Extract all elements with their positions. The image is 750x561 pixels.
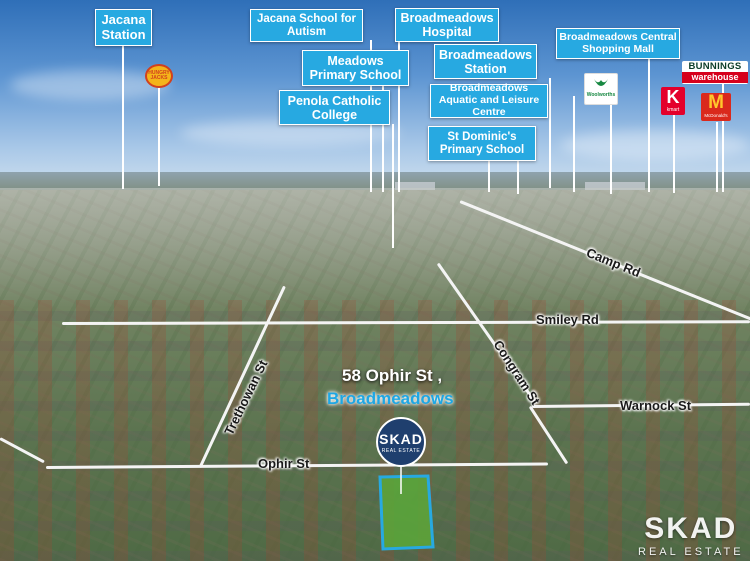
pin-mcdonalds <box>716 122 718 192</box>
kmart-logo: K kmart <box>661 87 685 115</box>
callout-text: St Dominic's Primary School <box>439 130 525 156</box>
bunnings-sub-text: warehouse <box>682 72 748 83</box>
pin-penola <box>392 124 394 248</box>
callout-broadmeadows-hospital: Broadmeadows Hospital <box>395 8 499 42</box>
distant-buildings <box>585 182 645 192</box>
callout-text: Broadmeadows Central Shopping Mall <box>559 30 677 55</box>
watermark-brand-name: SKAD <box>644 512 738 545</box>
road-label-warnock: Warnock St <box>620 398 692 413</box>
callout-text: Jacana Station <box>101 11 146 42</box>
pin-central-mall <box>648 58 650 192</box>
callout-text: Jacana School for Autism <box>256 12 357 38</box>
watermark-brand-sub: REAL ESTATE <box>638 546 744 558</box>
atmospheric-haze <box>0 188 750 308</box>
callout-central-mall: Broadmeadows Central Shopping Mall <box>556 28 680 59</box>
woolworths-text: Woolworths <box>586 92 616 98</box>
pin-bunnings <box>722 84 724 192</box>
road-label-smiley: Smiley Rd <box>536 312 599 327</box>
callout-text: Broadmeadows Station <box>438 47 533 76</box>
callout-text: Broadmeadows Hospital <box>400 11 494 39</box>
callout-jacana-station: Jacana Station <box>95 9 152 46</box>
badge-brand-name: SKAD <box>379 431 423 447</box>
cloud <box>560 130 750 160</box>
mcdonalds-arches-icon: M <box>708 92 724 113</box>
pin-broadmeadows-station <box>549 78 551 188</box>
hungry-jacks-text: HUNGRY JACKS <box>148 70 170 81</box>
hungry-jacks-logo: HUNGRY JACKS <box>145 64 173 88</box>
callout-st-dominics: St Dominic's Primary School <box>428 126 536 161</box>
pin-jacana-station <box>122 45 124 189</box>
property-suburb: Broadmeadows <box>327 389 454 408</box>
callout-penola-college: Penola Catholic College <box>279 90 390 125</box>
distant-buildings <box>395 182 435 192</box>
pin-hungry-jacks <box>158 86 160 186</box>
house-rooftops <box>0 300 750 561</box>
callout-jacana-school-autism: Jacana School for Autism <box>250 9 363 42</box>
road-label-ophir: Ophir St <box>258 456 310 471</box>
pin-st-dominics <box>488 160 490 192</box>
bunnings-text: BUNNINGS <box>688 61 742 72</box>
pin-kmart <box>673 115 675 193</box>
pin-meadows <box>382 86 384 192</box>
woolworths-w-icon <box>594 79 608 86</box>
pin-st-dominics-2 <box>517 160 519 194</box>
pin-woolworths <box>610 104 612 194</box>
mcdonalds-caption: McDonald's <box>704 113 728 118</box>
callout-aquatic-centre: Broadmeadows Aquatic and Leisure Centre <box>430 82 548 118</box>
bunnings-logo: BUNNINGS warehouse <box>682 61 748 84</box>
mcdonalds-logo: M McDonald's <box>701 93 731 121</box>
callout-meadows-primary: Meadows Primary School <box>302 50 409 86</box>
badge-brand-sub: REAL ESTATE <box>381 448 421 454</box>
property-address: 58 Ophir St , <box>342 366 443 385</box>
callout-broadmeadows-station: Broadmeadows Station <box>434 44 537 79</box>
woolworths-logo: Woolworths <box>584 73 618 105</box>
pin-hospital <box>398 42 400 192</box>
cloud <box>10 70 170 100</box>
pin-aquatic <box>573 96 575 192</box>
kmart-caption: kmart <box>666 107 680 113</box>
skad-watermark: SKAD REAL ESTATE <box>638 512 744 558</box>
kmart-k: K <box>666 87 680 107</box>
callout-text: Broadmeadows Aquatic and Leisure Centre <box>438 82 540 118</box>
callout-text: Meadows Primary School <box>309 54 402 82</box>
skad-badge-logo: SKAD REAL ESTATE <box>376 417 426 467</box>
callout-text: Penola Catholic College <box>287 93 382 122</box>
